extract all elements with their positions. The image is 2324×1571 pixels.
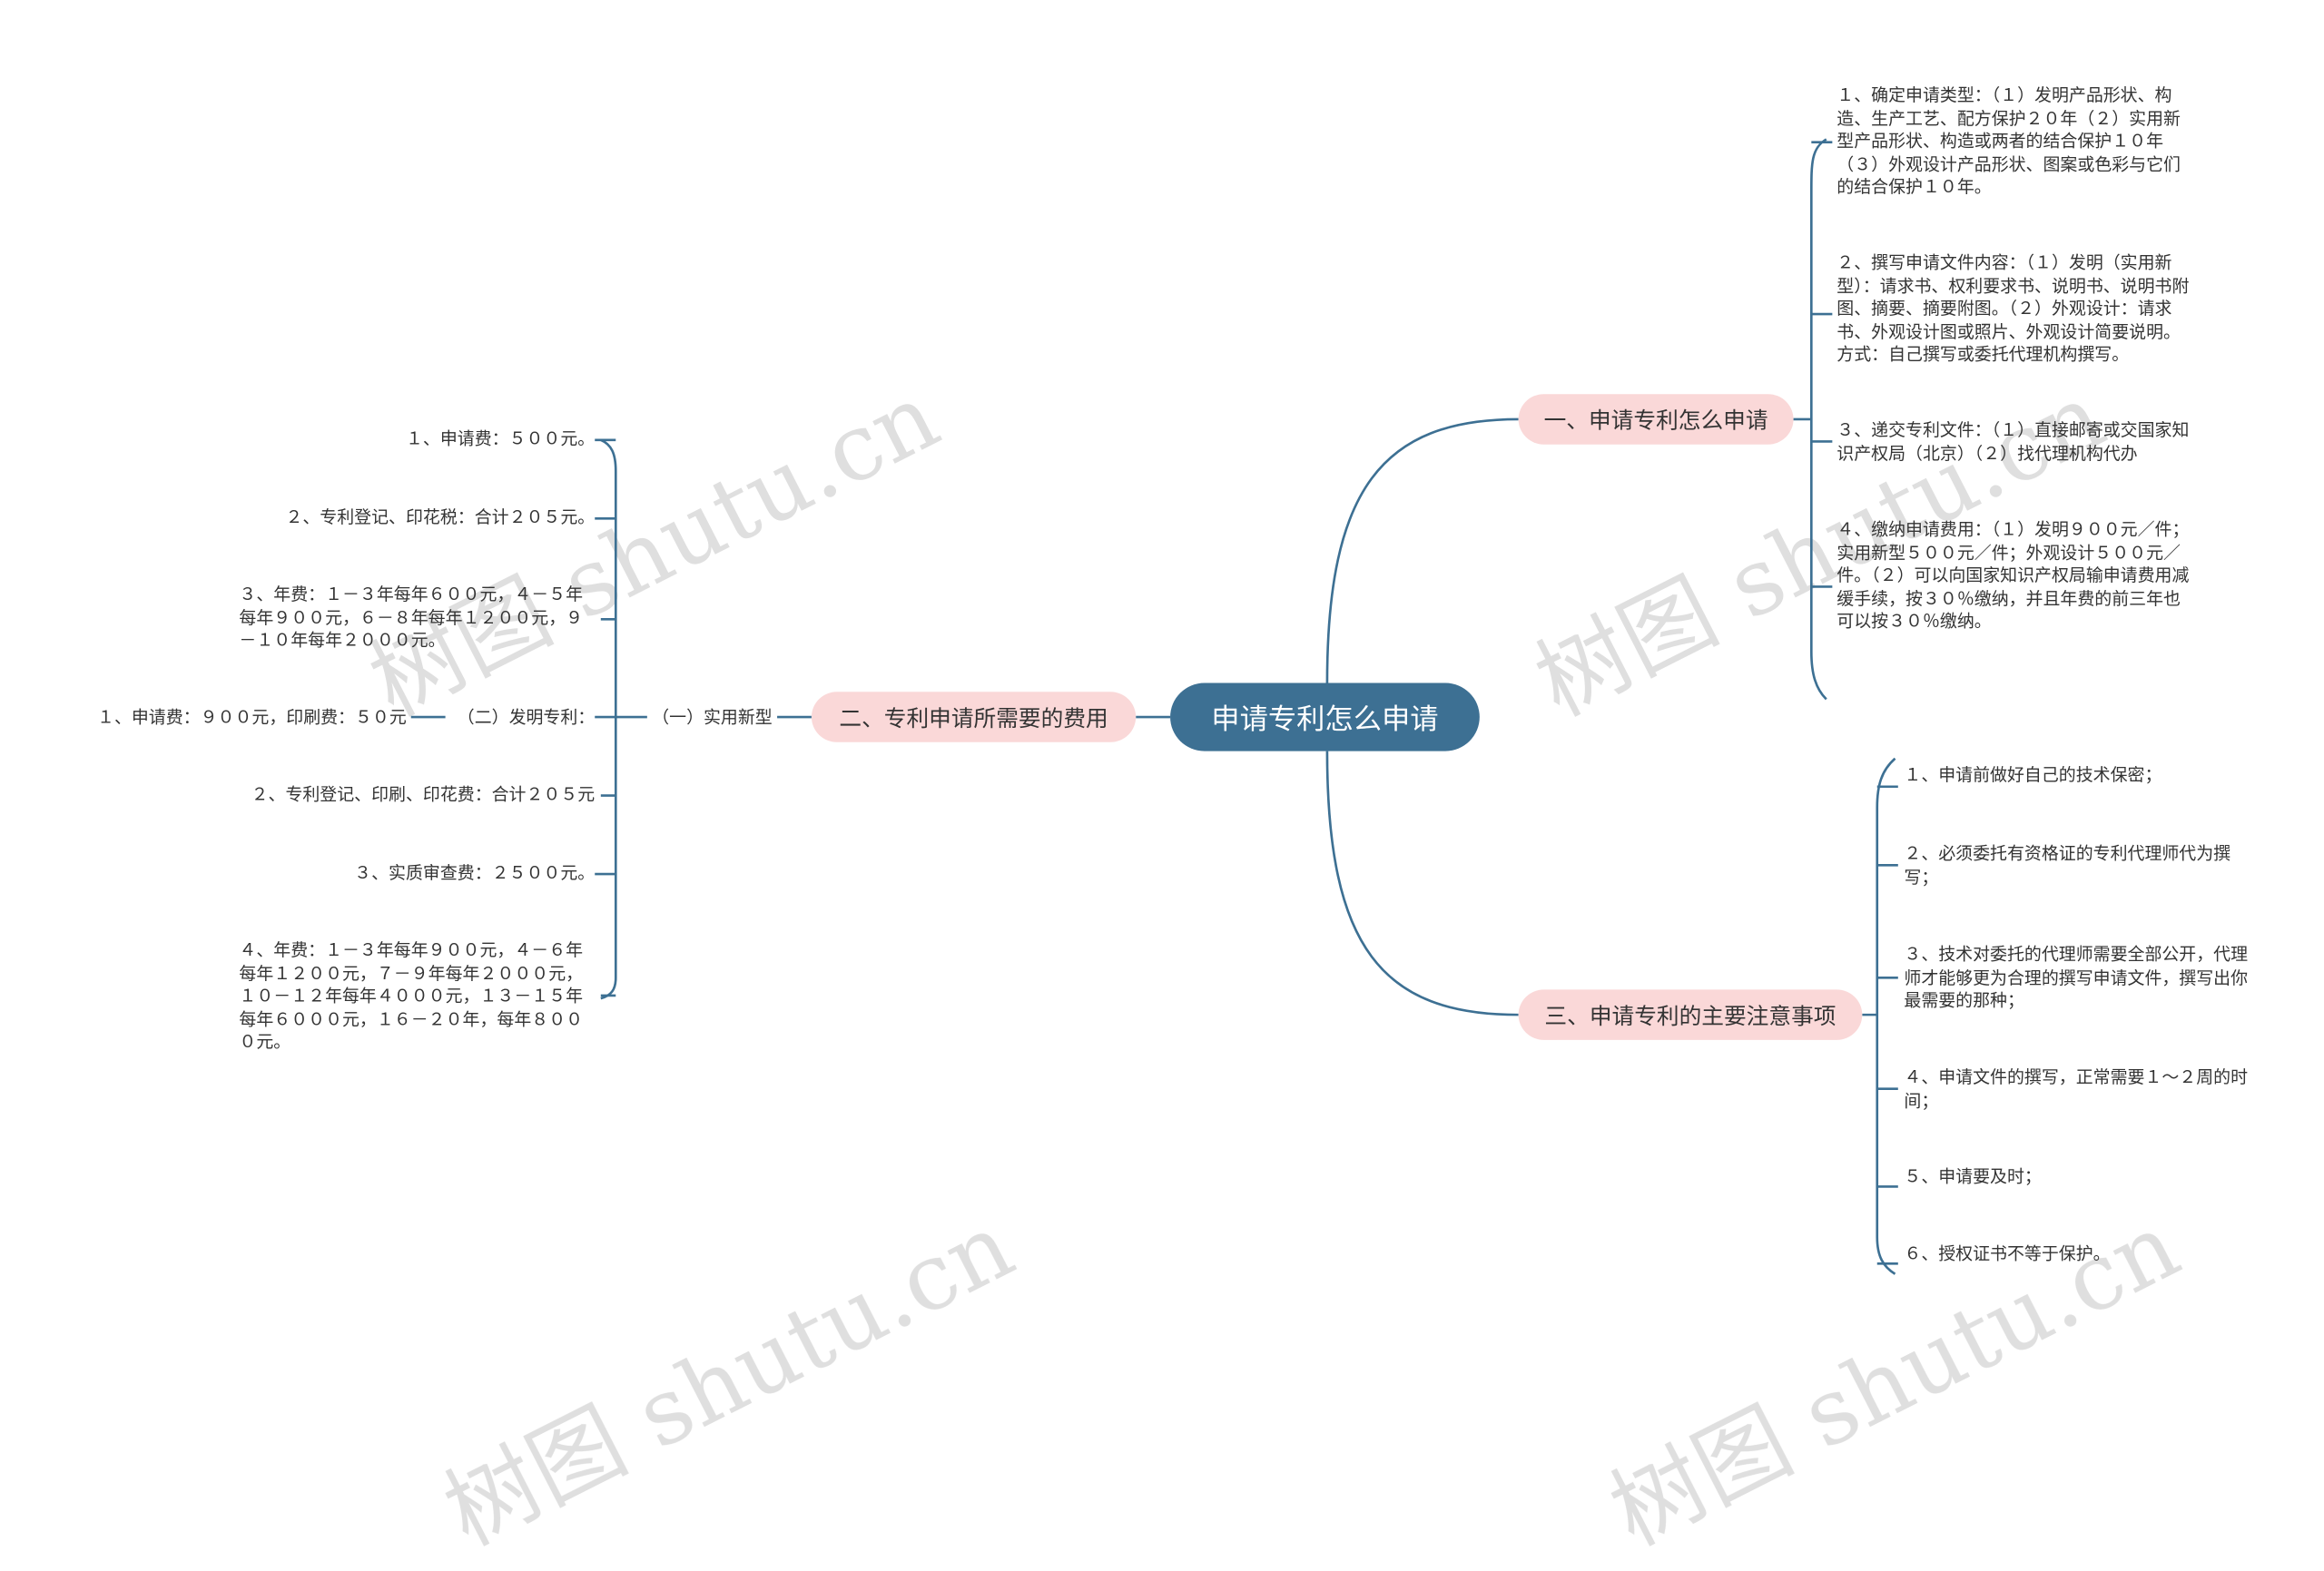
leaf-node[interactable]: ３、递交专利文件：（１）直接邮寄或交国家知识产权局（北京）（２）找代理机构代办 <box>1837 418 2190 464</box>
branch-node-how-to-apply[interactable]: 一、申请专利怎么申请 <box>1518 394 1794 445</box>
leaf-node[interactable]: １、确定申请类型：（１）发明产品形状、构造、生产工艺、配方保护２０年（２）实用新… <box>1837 84 2181 198</box>
leaf-node[interactable]: ２、专利登记、印刷、印花费：合计２０５元 <box>251 783 596 805</box>
root-node[interactable]: 申请专利怎么申请 <box>1170 682 1480 751</box>
connector-lines <box>410 138 1898 1275</box>
leaf-node[interactable]: ２、必须委托有资格证的专利代理师代为撰写； <box>1904 842 2231 887</box>
leaf-node[interactable]: ４、申请文件的撰写，正常需要１～２周的时间； <box>1904 1066 2249 1111</box>
branch-node-fees[interactable]: 二、专利申请所需要的费用 <box>811 692 1137 742</box>
sub-node-invention[interactable]: （二）发明专利： <box>457 706 596 728</box>
leaf-node[interactable]: １、申请费：９００元，印刷费：５０元 <box>97 706 407 728</box>
bracket-branch1 <box>1809 138 1827 701</box>
branch-node-notes[interactable]: 三、申请专利的主要注意事项 <box>1518 989 1863 1040</box>
bracket-branch2 <box>600 438 617 1000</box>
leaf-node[interactable]: １、申请前做好自己的技术保密； <box>1904 764 2162 786</box>
leaf-node[interactable]: ５、申请要及时； <box>1904 1165 2042 1187</box>
link-root-branch1 <box>1325 417 1519 683</box>
leaf-node[interactable]: ３、年费：１－３年每年６００元，４－５年每年９００元，６－８年每年１２００元，９… <box>239 584 584 651</box>
leaf-node[interactable]: ３、实质审查费：２５００元。 <box>354 861 596 883</box>
bracket-branch3 <box>1876 757 1896 1275</box>
leaf-node[interactable]: ６、授权证书不等于保护。 <box>1904 1242 2111 1264</box>
sub-node-utility-model[interactable]: （一）实用新型 <box>652 706 773 728</box>
leaf-node[interactable]: ４、年费：１－３年每年９００元，４－６年每年１２００元，７－９年每年２０００元，… <box>239 938 584 1052</box>
link-root-branch3 <box>1325 751 1519 1016</box>
leaf-node[interactable]: １、申请费：５００元。 <box>405 427 596 449</box>
leaf-node[interactable]: ４、缴纳申请费用：（１）发明９００元／件；实用新型５００元／件；外观设计５００元… <box>1837 518 2190 632</box>
mind-map: 树图 shutu.cn 树图 shutu.cn 树图 shutu.cn 树图 s… <box>97 84 2249 1566</box>
leaf-node[interactable]: ２、专利登记、印花税：合计２０５元。 <box>285 506 596 528</box>
leaf-node[interactable]: ３、技术对委托的代理师需要全部公开，代理师才能够更为合理的撰写申请文件，撰写出你… <box>1904 943 2249 1011</box>
leaf-node[interactable]: ２、撰写申请文件内容：（１）发明（实用新型）：请求书、权利要求书、说明书、说明书… <box>1837 251 2190 365</box>
